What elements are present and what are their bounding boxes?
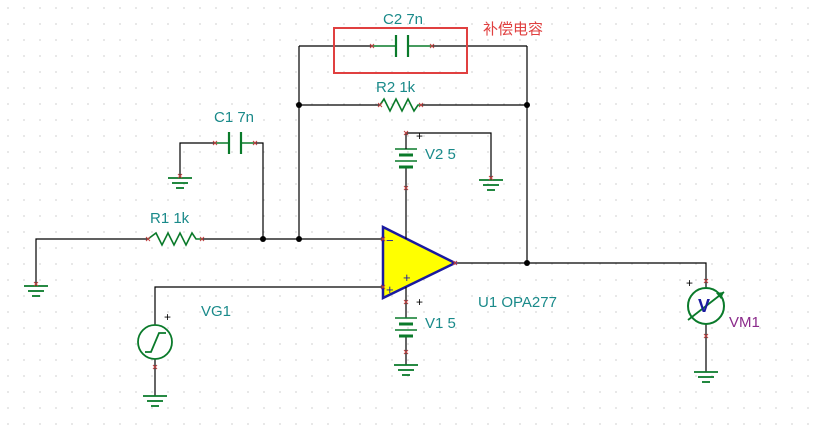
step-waveform-icon [145, 332, 166, 353]
compensation-highlight-box [333, 27, 468, 74]
annotation-compensation-capacitor: 补偿电容 [483, 21, 543, 38]
pin-markers [33, 43, 709, 370]
voltmeter-symbol: V [698, 296, 710, 316]
grounds [24, 177, 718, 407]
wire-c1-to-ground [179, 142, 215, 178]
junction-dot [296, 102, 302, 108]
label-opamp-plus-input: + [386, 282, 394, 297]
junctions [260, 102, 530, 266]
label-c1: C1 7n [214, 109, 254, 126]
label-v2: V2 5 [425, 146, 456, 163]
resistor-r2[interactable] [379, 97, 421, 113]
ground-icon [394, 364, 418, 376]
signal-generator-vg1[interactable] [137, 324, 173, 360]
resistor-r1[interactable] [147, 231, 202, 247]
opamp-u1[interactable] [381, 224, 458, 300]
label-vm1: VM1 [729, 314, 760, 331]
battery-v2[interactable] [395, 146, 417, 169]
label-u1: U1 OPA277 [478, 294, 557, 311]
wire-left-input [35, 238, 148, 286]
ground-icon [479, 179, 503, 191]
wire-output [455, 262, 707, 283]
junction-dot [524, 102, 530, 108]
junction-dot [524, 260, 530, 266]
ground-icon [168, 177, 192, 189]
ground-icon [694, 371, 718, 383]
battery-v1[interactable] [395, 317, 417, 338]
label-v1-plus: + [416, 295, 423, 309]
label-v2-plus: + [416, 129, 423, 143]
ground-icon [24, 285, 48, 297]
label-vg1: VG1 [201, 303, 231, 320]
junction-dot [260, 236, 266, 242]
label-opamp-minus: − [386, 233, 394, 248]
voltmeter-vm1[interactable] [687, 283, 725, 330]
label-vg1-plus: + [164, 310, 171, 324]
label-r2: R2 1k [376, 79, 416, 96]
wires [35, 45, 707, 396]
capacitor-c1[interactable] [215, 132, 255, 154]
capacitor-c2[interactable] [372, 35, 432, 57]
wire-v2-top [405, 132, 492, 180]
label-r1: R1 1k [150, 210, 190, 227]
label-c2: C2 7n [383, 11, 423, 28]
wire-c1-to-node [255, 142, 264, 239]
junction-dot [296, 236, 302, 242]
ground-icon [143, 395, 167, 407]
label-vm1-plus: + [686, 276, 693, 290]
wire-vg1-to-noninverting [154, 286, 383, 325]
label-v1: V1 5 [425, 315, 456, 332]
label-opamp-plus: + [403, 270, 411, 285]
